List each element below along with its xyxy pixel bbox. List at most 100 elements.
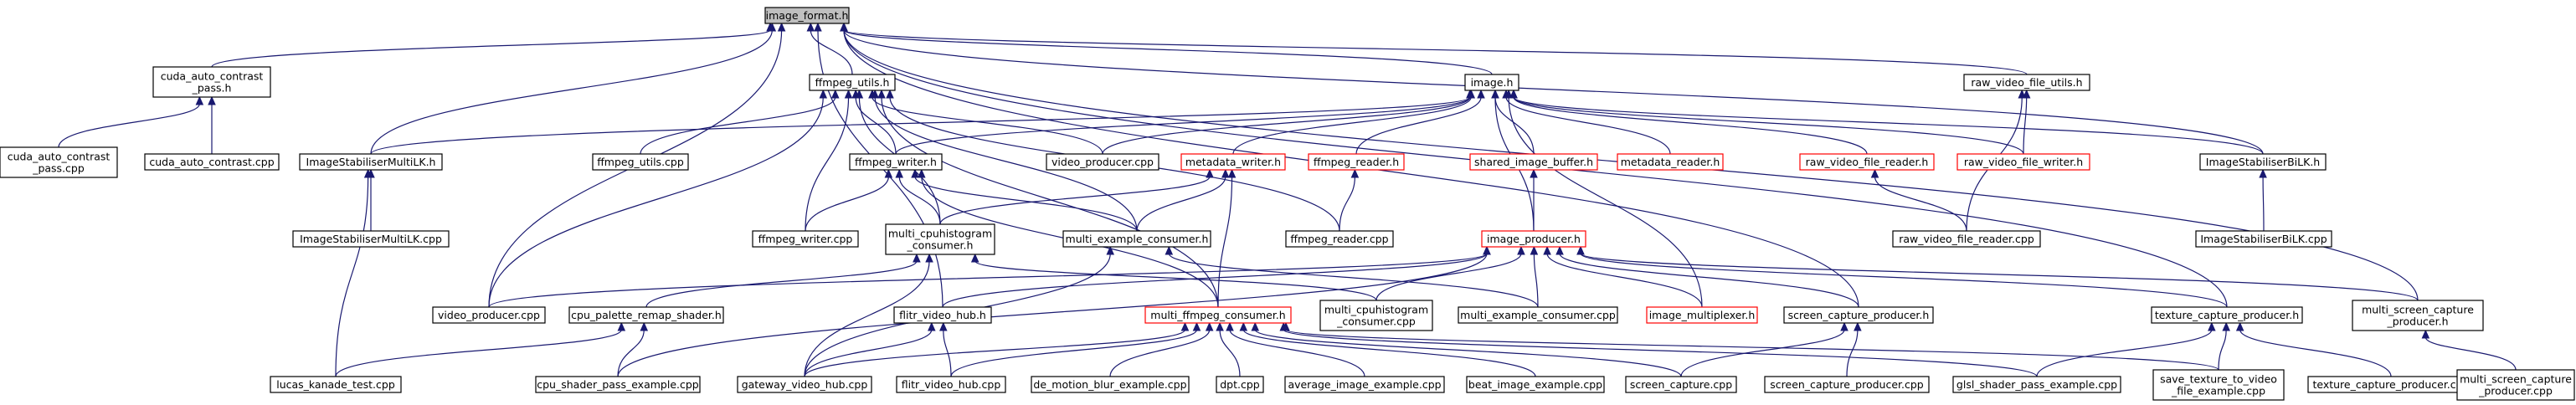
file-node-lucas-kanade-test-cpp[interactable]: lucas_kanade_test.cpp [270,376,402,393]
node-label: glsl_shader_pass_example.cpp [1956,378,2117,391]
file-node-image-h[interactable]: image.h [1464,74,1519,91]
edge-arrowhead [2421,329,2430,339]
file-node-ffmpeg-writer-cpp[interactable]: ffmpeg_writer.cpp [752,230,859,248]
file-node-image-format-h[interactable]: image_format.h [764,7,850,24]
file-node-average-image-example-cpp[interactable]: average_image_example.cpp [1284,376,1445,393]
dependency-edge [1282,321,2219,371]
edge-line [2424,336,2517,371]
edge-line [1846,329,1859,377]
edge-arrowhead [1165,245,1174,255]
dependency-edge [335,168,373,377]
node-box [849,153,943,171]
file-node-imagestabiliserbilk-h[interactable]: ImageStabiliserBiLK.h [2199,153,2327,171]
node-label: multi_example_consumer.h [1066,233,1209,245]
file-node-dpt-cpp[interactable]: dpt.cpp [1216,376,1264,393]
node-label: save_texture_to_video_file_example.cpp [2160,373,2277,397]
file-node-ffmpeg-writer-h[interactable]: ffmpeg_writer.h [849,153,943,171]
node-label-line: metadata_reader.h [1621,156,1720,168]
file-node-texture-capture-producer-h[interactable]: texture_capture_producer.h [2151,306,2303,324]
node-label-line: video_producer.cpp [1051,156,1154,168]
file-node-cuda-auto-contrast-pass-h[interactable]: cuda_auto_contrast_pass.h [152,66,271,98]
node-box [152,66,271,98]
file-node-save-texture-to-video-file-example-cpp[interactable]: save_texture_to_video_file_example.cpp [2152,369,2285,401]
file-node-multi-screen-capture-producer-cpp[interactable]: multi_screen_capture_producer.cpp [2456,369,2575,401]
file-node-beat-image-example-cpp[interactable]: beat_image_example.cpp [1466,376,1605,393]
file-node-metadata-reader-h[interactable]: metadata_reader.h [1617,153,1724,171]
file-node-cpu-palette-remap-shader-h[interactable]: cpu_palette_remap_shader.h [568,306,724,324]
file-node-raw-video-file-reader-h[interactable]: raw_video_file_reader.h [1799,153,1935,171]
edge-arrowhead [2018,89,2027,99]
file-node-multi-ffmpeg-consumer-h[interactable]: multi_ffmpeg_consumer.h [1144,306,1292,324]
file-node-cpu-shader-pass-example-cpp[interactable]: cpu_shader_pass_example.cpp [535,376,701,393]
dependency-edge [1232,89,1476,155]
dependency-edge [877,89,1219,308]
file-node-ffmpeg-reader-cpp[interactable]: ffmpeg_reader.cpp [1285,230,1394,248]
node-label-line: cuda_auto_contrast.cpp [149,156,274,168]
edge-line [1513,96,1868,155]
file-node-multi-screen-capture-producer-h[interactable]: multi_screen_capture_producer.h [2352,300,2484,331]
dependency-edge [617,321,649,377]
dependency-edge [645,253,921,308]
file-node-metadata-writer-h[interactable]: metadata_writer.h [1180,153,1286,171]
dependency-edge [1846,321,1862,377]
dependency-edge [950,321,1201,377]
file-node-multi-example-consumer-h[interactable]: multi_example_consumer.h [1062,230,1211,248]
file-node-ffmpeg-reader-h[interactable]: ffmpeg_reader.h [1308,153,1405,171]
file-node-multi-cpuhistogram-consumer-h[interactable]: multi_cpuhistogram_consumer.h [885,223,995,255]
node-label: multi_ffmpeg_consumer.h [1150,309,1285,321]
file-node-raw-video-file-writer-h[interactable]: raw_video_file_writer.h [1956,153,2090,171]
node-label-line: _producer.h [2386,315,2448,328]
file-node-raw-video-file-reader-cpp[interactable]: raw_video_file_reader.cpp [1892,230,2041,248]
file-node-video-producer-cpp[interactable]: video_producer.cpp [432,306,546,324]
edge-line [1680,329,1845,377]
file-node-image-producer-h[interactable]: image_producer.h [1481,230,1586,248]
file-node-raw-video-file-utils-h[interactable]: raw_video_file_utils.h [1963,74,2090,91]
edge-arrowhead [1205,321,1214,331]
edge-arrowhead [819,89,828,99]
file-node-imagestabiliserbilk-cpp[interactable]: ImageStabiliserBiLK.cpp [2195,230,2332,248]
dependency-edge [2218,321,2230,371]
file-node-texture-capture-producer-cpp[interactable]: texture_capture_producer.cpp [2307,376,2475,393]
edge-arrowhead [1576,245,1585,255]
file-node-imagestabilisermultilk-h[interactable]: ImageStabiliserMultiLK.h [299,153,443,171]
dependency-edge [1502,89,1671,155]
dependency-edge [1217,168,1237,308]
node-label-line: multi_cpuhistogram [888,228,992,240]
node-label-line: video_producer.cpp [438,309,540,321]
file-node-shared-image-buffer-h[interactable]: shared_image_buffer.h [1469,153,1598,171]
file-node-flitr-video-hub-h[interactable]: flitr_video_hub.h [893,306,992,324]
edge-line [1217,176,1233,308]
file-node-ffmpeg-utils-h[interactable]: ffmpeg_utils.h [809,74,896,91]
node-label-line: _consumer.cpp [1336,315,1416,328]
file-node-screen-capture-producer-h[interactable]: screen_capture_producer.h [1783,306,1934,324]
file-node-flitr-video-hub-cpp[interactable]: flitr_video_hub.cpp [896,376,1006,393]
file-node-cuda-auto-contrast-cpp[interactable]: cuda_auto_contrast.cpp [144,153,280,171]
file-node-image-multiplexer-h[interactable]: image_multiplexer.h [1646,306,1758,324]
node-label-line: multi_example_consumer.h [1066,233,1209,245]
node-label: screen_capture.cpp [1630,378,1732,391]
node-box [2152,369,2285,401]
edge-line [1874,176,1967,232]
node-label: average_image_example.cpp [1288,378,1441,391]
file-node-ffmpeg-utils-cpp[interactable]: ffmpeg_utils.cpp [592,153,689,171]
edge-line [488,253,1488,308]
file-node-multi-example-consumer-cpp[interactable]: multi_example_consumer.cpp [1458,306,1618,324]
node-label: ImageStabiliserMultiLK.cpp [300,233,442,245]
node-label: lucas_kanade_test.cpp [276,378,395,391]
file-node-screen-capture-producer-cpp[interactable]: screen_capture_producer.cpp [1764,376,1930,393]
dependency-edge [2235,321,2392,377]
dependency-edge [2022,89,2031,155]
dependency-edge [970,253,1377,301]
file-node-glsl-shader-pass-example-cpp[interactable]: glsl_shader_pass_example.cpp [1952,376,2121,393]
file-node-cuda-auto-contrast-pass-cpp[interactable]: cuda_auto_contrast_pass.cpp [0,146,118,178]
file-node-imagestabilisermultilk-cpp[interactable]: ImageStabiliserMultiLK.cpp [292,230,450,248]
dependency-edge [1136,168,1230,232]
file-node-de-motion-blur-example-cpp[interactable]: de_motion_blur_example.cpp [1031,376,1190,393]
file-node-screen-capture-cpp[interactable]: screen_capture.cpp [1625,376,1737,393]
node-label-line: ffmpeg_reader.h [1314,156,1399,168]
node-box [1216,376,1264,393]
node-box [270,376,402,393]
file-node-multi-cpuhistogram-consumer-cpp[interactable]: multi_cpuhistogram_consumer.cpp [1319,300,1433,331]
file-node-video-producer-cpp-top[interactable]: video_producer.cpp [1046,153,1159,171]
file-node-gateway-video-hub-cpp[interactable]: gateway_video_hub.cpp [737,376,872,393]
